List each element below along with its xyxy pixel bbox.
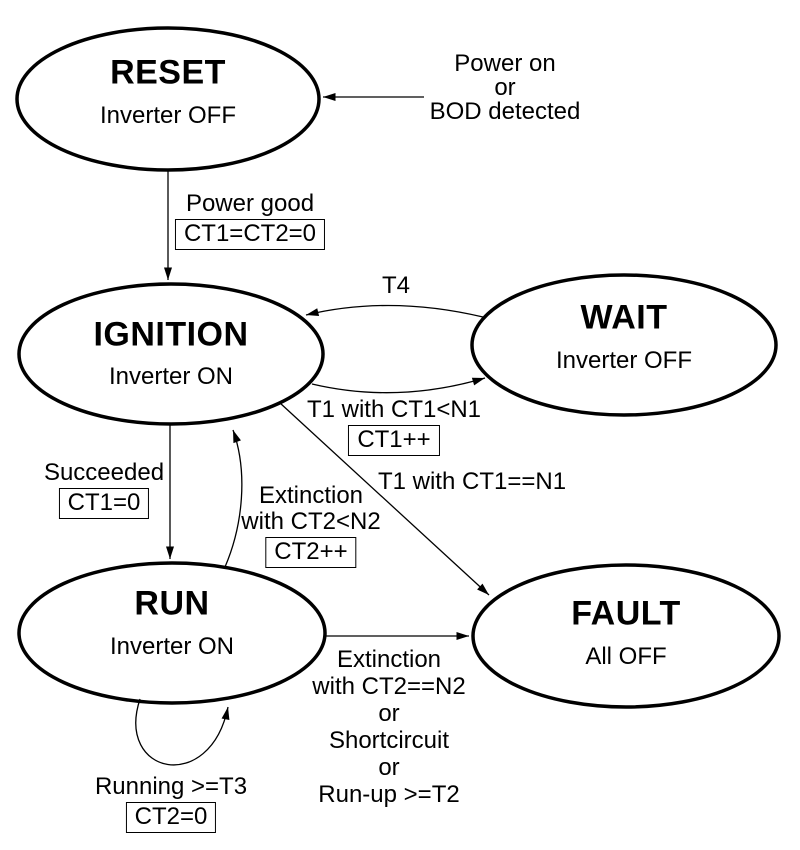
transition-label-t4: T4 [381, 272, 411, 299]
state-ignition-name: IGNITION [93, 315, 249, 354]
transition-ignition-to-fault-arrow [279, 402, 490, 596]
state-run-ellipse [17, 561, 327, 705]
transition-run-to-ignition-arrow [224, 429, 243, 568]
transition-label-line: Power on [454, 50, 556, 77]
transition-label-line: Shortcircuit [328, 727, 450, 754]
action-box-ct1-increment: CT1++ [348, 425, 440, 456]
state-run-status: Inverter ON [109, 633, 235, 660]
transition-run-self-loop-arrow [135, 698, 230, 766]
transition-label-line: Extinction [258, 482, 364, 509]
action-box-ct1-0: CT1=0 [58, 488, 150, 519]
state-run-name: RUN [134, 584, 210, 623]
state-ignition-ellipse [17, 282, 325, 426]
action-box-ct2-0: CT2=0 [125, 802, 217, 833]
transition-label-line: or [378, 700, 400, 727]
transition-wait-to-ignition-arrow [305, 304, 484, 318]
transition-label-t1-ct1-lt-n1: T1 with CT1<N1 CT1++ [307, 397, 481, 456]
transition-label-running-t3: Running >=T3 CT2=0 [95, 774, 247, 833]
transition-label-line: T1 with CT1<N1 [306, 396, 482, 423]
state-wait-name: WAIT [580, 298, 668, 337]
state-reset-ellipse [15, 26, 321, 172]
transition-label-power-on: Power on or BOD detected [430, 52, 581, 124]
state-ignition-status: Inverter ON [108, 363, 234, 390]
transition-label-line: with CT2<N2 [241, 508, 381, 535]
transition-label-line: with CT2==N2 [312, 673, 466, 700]
transition-label-run-to-fault: Extinction with CT2==N2 or Shortcircuit … [312, 646, 465, 808]
transition-label-t1-ct1-eq-n1: T1 with CT1==N1 [377, 468, 567, 495]
transition-ignition-to-wait-arrow [311, 377, 486, 394]
state-fault-ellipse [471, 563, 781, 709]
transition-label-line: Run-up >=T2 [318, 781, 460, 808]
transition-label-line: Power good [185, 190, 315, 217]
transition-label-line: Extinction [336, 646, 442, 673]
state-fault-name: FAULT [571, 594, 681, 633]
state-reset-name: RESET [110, 53, 226, 92]
state-wait-ellipse [470, 273, 778, 417]
state-wait-status: Inverter OFF [555, 347, 693, 374]
state-fault-status: All OFF [585, 643, 667, 670]
transition-label-line: BOD detected [429, 98, 581, 125]
transition-label-power-good: Power good CT1=CT2=0 [174, 190, 326, 250]
transition-label-line: Running >=T3 [94, 773, 248, 800]
transition-label-line: or [378, 754, 400, 781]
state-reset-status: Inverter OFF [99, 102, 237, 129]
action-box-ct2-increment: CT2++ [265, 537, 357, 568]
transition-label-line: Succeeded [43, 459, 165, 486]
transition-label-succeeded: Succeeded CT1=0 [44, 460, 164, 519]
transition-label-line: or [494, 74, 516, 101]
transition-label-extinction-ct2-lt-n2: Extinction with CT2<N2 CT2++ [241, 482, 381, 568]
action-box-ct1-ct2-0: CT1=CT2=0 [174, 219, 326, 250]
